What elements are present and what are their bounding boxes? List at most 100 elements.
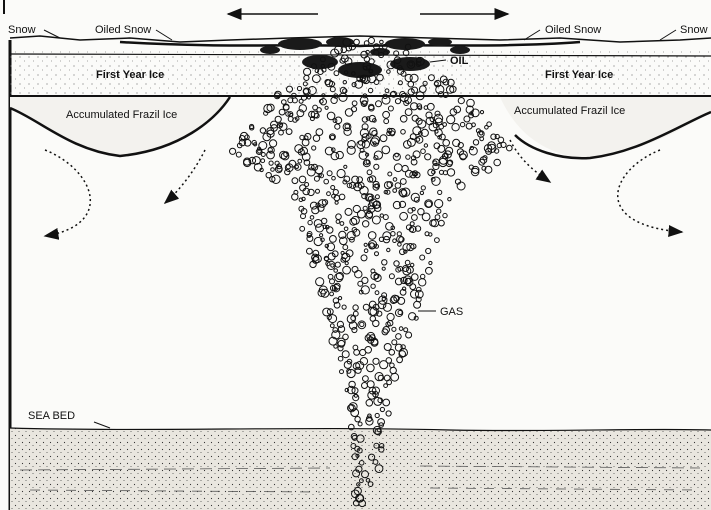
- gas-bubble: [316, 189, 320, 193]
- gas-bubble: [352, 266, 358, 272]
- gas-bubble: [420, 191, 423, 194]
- snow-surface-line: [10, 36, 711, 42]
- gas-bubble: [316, 129, 323, 136]
- gas-bubble: [357, 177, 363, 183]
- gas-bubble: [279, 130, 284, 135]
- gas-bubble: [429, 261, 432, 264]
- gas-bubble: [421, 149, 426, 154]
- outflow-arrow-left: [165, 150, 205, 203]
- gas-bubble: [292, 194, 298, 200]
- gas-bubble: [401, 130, 406, 135]
- circulation-arrow-left: [45, 150, 90, 236]
- gas-bubble: [337, 321, 343, 327]
- gas-bubble: [426, 267, 433, 274]
- gas-bubble: [353, 305, 358, 310]
- gas-bubble: [335, 273, 343, 281]
- gas-bubble: [261, 159, 265, 163]
- gas-bubble: [292, 178, 298, 184]
- gas-bubble: [395, 183, 401, 189]
- gas-bubble: [353, 205, 360, 212]
- gas-bubble: [269, 161, 273, 165]
- gas-bubble: [485, 126, 489, 130]
- gas-bubble: [372, 216, 380, 224]
- circulation-arrow-right: [618, 150, 682, 232]
- gas-bubble: [347, 146, 355, 154]
- gas-bubble: [313, 135, 319, 141]
- gas-bubble: [405, 109, 412, 116]
- gas-bubble: [480, 132, 483, 135]
- gas-bubble: [435, 200, 443, 208]
- gas-bubble: [398, 243, 402, 247]
- gas-bubble: [271, 168, 275, 172]
- label-oiled-snow-left: Oiled Snow: [95, 24, 151, 36]
- gas-bubble: [443, 140, 450, 147]
- gas-bubble: [457, 182, 465, 190]
- gas-bubble: [335, 201, 338, 204]
- gas-bubble: [480, 111, 483, 114]
- gas-bubble: [383, 399, 390, 406]
- gas-bubble: [382, 96, 390, 104]
- gas-bubble: [364, 243, 367, 246]
- gas-bubble: [380, 135, 387, 142]
- gas-bubble: [460, 122, 464, 126]
- gas-bubble: [334, 345, 338, 349]
- gas-bubble: [394, 164, 402, 172]
- gas-bubble: [396, 334, 402, 340]
- gas-bubble: [337, 169, 345, 177]
- gas-bubble: [391, 373, 399, 381]
- gas-bubble: [366, 400, 373, 407]
- gas-bubble: [388, 106, 393, 111]
- gas-bubble: [413, 151, 420, 158]
- gas-bubble: [386, 411, 391, 416]
- gas-bubble: [316, 278, 324, 286]
- gas-bubble: [339, 297, 342, 300]
- gas-bubble: [391, 232, 395, 236]
- gas-bubble: [322, 218, 327, 223]
- gas-bubble: [368, 232, 376, 240]
- gas-bubble: [320, 234, 323, 237]
- gas-bubble: [335, 124, 340, 129]
- gas-bubble: [494, 159, 501, 166]
- gas-bubble: [330, 236, 337, 243]
- gas-bubble: [375, 195, 379, 199]
- gas-bubble: [317, 108, 321, 112]
- gas-bubble: [295, 165, 298, 168]
- gas-bubble: [382, 260, 387, 265]
- gas-bubble: [260, 128, 265, 133]
- gas-bubble: [363, 206, 367, 210]
- gas-bubble: [362, 383, 368, 389]
- gas-bubble: [358, 422, 362, 426]
- gas-bubble: [426, 201, 432, 207]
- gas-bubble: [382, 146, 390, 154]
- gas-bubble: [438, 145, 445, 152]
- gas-bubble: [382, 267, 385, 270]
- gas-bubble: [358, 210, 366, 218]
- gas-bubble: [336, 214, 342, 220]
- gas-bubble: [393, 189, 397, 193]
- sea-bed-sediment: [10, 428, 711, 510]
- gas-bubble: [399, 327, 403, 331]
- gas-bubble: [388, 172, 392, 176]
- gas-bubble: [464, 116, 470, 122]
- gas-bubble: [340, 370, 344, 374]
- gas-bubble: [355, 367, 361, 373]
- gas-bubble: [336, 220, 340, 224]
- gas-bubble: [405, 260, 410, 265]
- gas-bubble: [422, 213, 430, 221]
- gas-bubble: [351, 216, 359, 224]
- gas-bubble: [352, 101, 357, 106]
- gas-bubble: [363, 376, 369, 382]
- gas-bubble: [382, 329, 388, 335]
- gas-bubble: [390, 367, 396, 373]
- gas-bubble: [368, 391, 376, 399]
- gas-bubble: [345, 208, 352, 215]
- gas-bubble: [395, 99, 400, 104]
- gas-bubble: [261, 153, 265, 157]
- gas-bubble: [286, 129, 292, 135]
- gas-bubble: [355, 417, 360, 422]
- gas-bubble: [307, 248, 313, 254]
- gas-bubble: [367, 381, 374, 388]
- gas-bubble: [345, 109, 353, 117]
- gas-bubble: [307, 96, 310, 99]
- gas-bubble: [327, 112, 335, 120]
